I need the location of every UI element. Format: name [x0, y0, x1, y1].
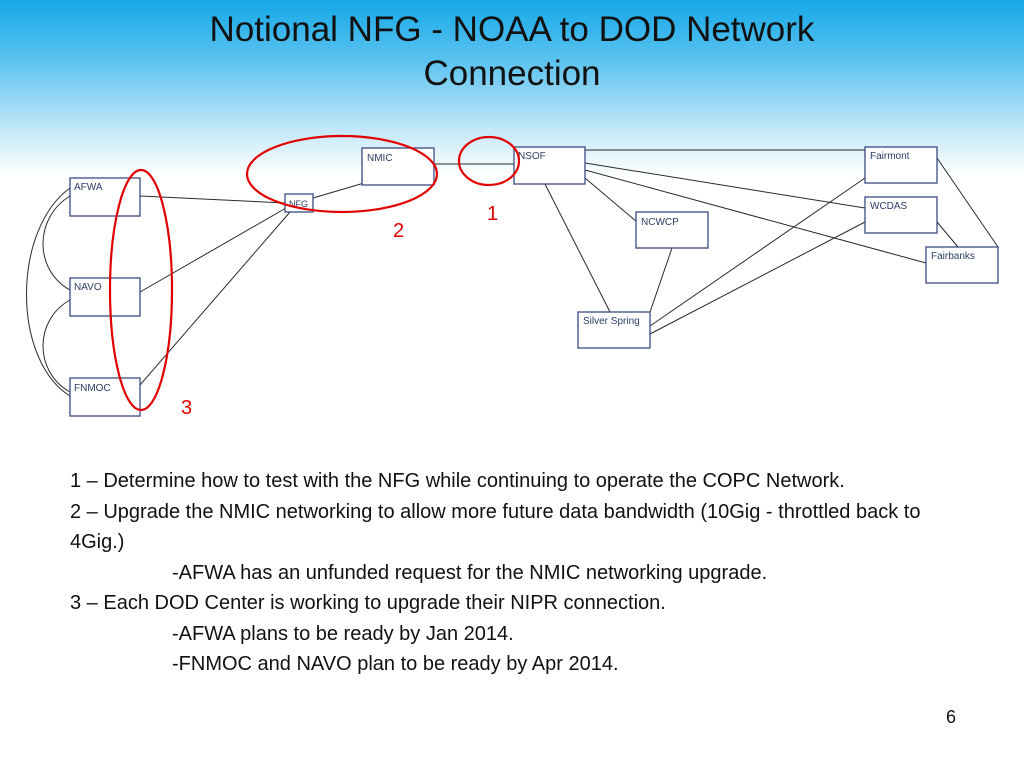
highlight-dod-centers	[108, 168, 174, 412]
node-fairbanks-box	[925, 246, 999, 284]
node-boxes	[69, 146, 999, 417]
title-line-1: Notional NFG - NOAA to DOD Network	[209, 10, 815, 49]
node-afwa-box	[69, 177, 141, 217]
node-fnmoc-box	[69, 377, 141, 417]
node-silver-spring-label: Silver Spring	[583, 316, 640, 327]
node-navo-label: NAVO	[74, 282, 102, 293]
slide-title: Notional NFG - NOAA to DOD Network Conne…	[0, 8, 1024, 96]
node-fairmont-label: Fairmont	[870, 151, 910, 162]
note-item-3-sub-1: -AFWA plans to be ready by Jan 2014.	[172, 622, 514, 645]
node-afwa-label: AFWA	[74, 182, 103, 193]
line-afwa-navo	[42, 195, 71, 291]
node-wcdas-label: WCDAS	[870, 201, 908, 212]
node-nsof-box	[513, 146, 586, 185]
line-fairmont-fairbanks	[936, 157, 999, 248]
node-nsof-label: NSOF	[518, 151, 546, 162]
highlight-ellipses	[108, 134, 521, 412]
notes-list: 1 – Determine how to test with the NFG w…	[70, 466, 970, 680]
note-item-3-sub-2: -FNMOC and NAVO plan to be ready by Apr …	[172, 653, 619, 675]
node-fairbanks-label: Fairbanks	[931, 251, 975, 262]
highlight-nmic-link	[245, 134, 439, 214]
note-item-1: 1 – Determine how to test with the NFG w…	[70, 470, 845, 492]
line-wcdas-fairbanks	[936, 221, 959, 248]
line-nfg-nmic	[312, 182, 365, 199]
line-nsof-ncwcp	[584, 177, 638, 223]
line-fnmoc-nfg	[139, 211, 291, 386]
node-silver-spring-box	[577, 311, 651, 349]
note-item-2-sub: -AFWA has an unfunded request for the NM…	[172, 561, 768, 584]
node-ncwcp-label: NCWCP	[641, 217, 679, 228]
note-item-3: 3 – Each DOD Center is working to upgrad…	[70, 592, 666, 614]
callout-2: 2	[393, 220, 404, 242]
line-navo-fnmoc	[42, 299, 71, 393]
network-diagram: AFWA NAVO FNMOC NFG NMIC NSOF NCWCP Silv…	[26, 134, 999, 419]
page-number: 6	[946, 707, 957, 727]
line-navo-nfg	[139, 207, 287, 293]
connection-lines	[26, 149, 999, 397]
line-nsof-fairbanks	[584, 169, 927, 264]
node-fairmont-box	[864, 146, 938, 184]
line-afwa-fnmoc	[26, 187, 71, 397]
node-fnmoc-label: FNMOC	[74, 383, 111, 394]
line-silver-spring-wcdas	[649, 221, 866, 335]
title-line-2: Connection	[423, 54, 601, 93]
line-nsof-silver-spring	[544, 183, 611, 313]
line-ncwcp-silver-spring	[649, 247, 673, 313]
line-afwa-nfg	[139, 195, 286, 204]
node-nfg-label: NFG	[289, 199, 308, 209]
callout-1: 1	[487, 203, 498, 225]
node-ncwcp-box	[635, 211, 709, 249]
note-item-2: 2 – Upgrade the NMIC networking to allow…	[70, 500, 921, 554]
node-nmic-label: NMIC	[367, 153, 393, 164]
line-nsof-wcdas	[584, 162, 866, 209]
node-navo-box	[69, 277, 141, 317]
line-silver-spring-fairmont	[649, 177, 866, 327]
highlight-nsof-link	[457, 135, 521, 187]
callout-3: 3	[181, 397, 192, 419]
node-wcdas-box	[864, 196, 938, 234]
